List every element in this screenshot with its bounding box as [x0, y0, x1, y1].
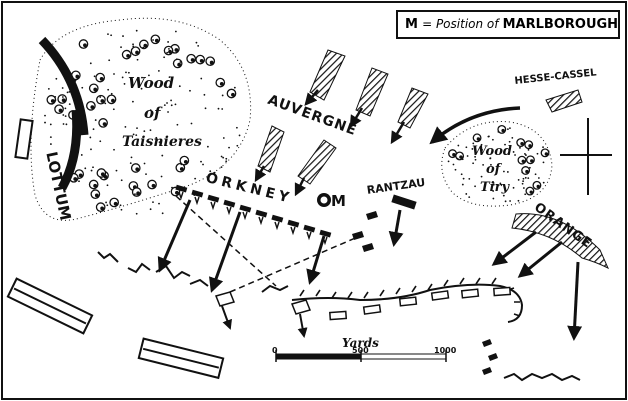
compass-cross-icon: [560, 118, 612, 195]
wood-tiry-label-2: of: [486, 162, 501, 177]
legend-letter: M: [405, 17, 418, 32]
scale-bar: [275, 350, 447, 362]
lottum-line-lower: [58, 109, 82, 191]
arrow-west-2: [297, 313, 308, 338]
lottum-line-upper: [38, 36, 89, 136]
legend-text: M = Position of MARLBOROUGH: [405, 17, 618, 32]
hesse-cassel-arrow: [429, 106, 521, 145]
marlborough-position-symbol: [317, 193, 331, 207]
lottum-reserve-block: [14, 118, 34, 160]
orkney-line-units: [175, 184, 332, 246]
redoubt-west-pair: [214, 291, 312, 315]
wood-tiry-trees: [447, 124, 550, 203]
auvergne-columns: [254, 49, 429, 197]
wood-taisnieres-label-1: Wood: [128, 74, 175, 92]
wood-tiry-outline: [441, 121, 553, 207]
entrenchment-main: [291, 283, 524, 323]
entrenchment-east: [503, 372, 581, 382]
entrenchment-west: [97, 251, 289, 293]
arrow-west-1: [221, 305, 232, 330]
redoubt-blocks: [329, 286, 512, 321]
bottom-left-blocks: [6, 277, 225, 380]
scale-tick-1000: 1000: [434, 346, 457, 355]
scale-tick-0: 0: [272, 346, 278, 355]
legend-text-bold: MARLBOROUGH: [502, 17, 619, 32]
rantzau-unit: [352, 194, 417, 252]
legend: M = Position of MARLBOROUGH: [396, 10, 620, 39]
legend-text-mid: = Position of: [422, 17, 499, 31]
wood-taisnieres-trees: [44, 29, 241, 215]
marlborough-marker-letter: M: [331, 192, 346, 210]
wood-taisnieres-label-3: Taisnieres: [122, 134, 202, 150]
wood-tiry-label-1: Wood: [472, 144, 512, 159]
small-units-east: [482, 339, 498, 375]
wood-tiry-label-3: Tiry: [480, 180, 510, 195]
hesse-cassel-unit: [545, 89, 583, 113]
orange-unit: [511, 213, 610, 270]
scale-title: Yards: [342, 336, 379, 350]
scale-tick-500: 500: [352, 346, 369, 355]
wood-taisnieres-label-2: of: [144, 104, 161, 122]
orkney-arrows: [157, 195, 361, 293]
entrenchment-ticks: [299, 277, 521, 317]
orange-arrows: [491, 230, 583, 341]
